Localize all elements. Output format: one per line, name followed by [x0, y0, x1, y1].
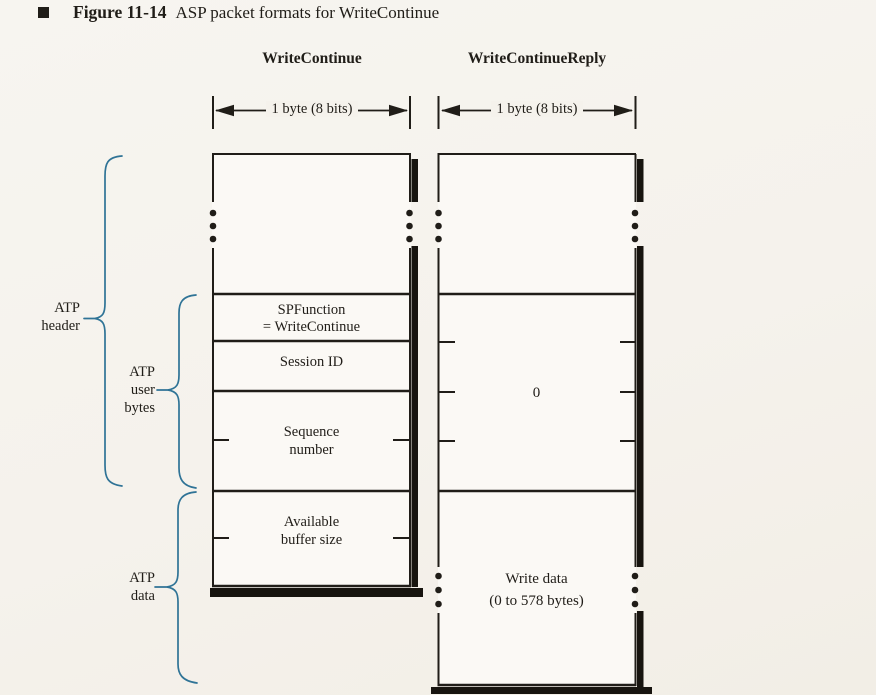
left-arrowhead-icon [215, 104, 234, 117]
figure-caption: ASP packet formats for WriteContinue [175, 3, 440, 22]
label-line: header [41, 317, 80, 334]
writecontinuereply-packet-box [431, 153, 652, 694]
cell-write-data: Write data (0 to 578 bytes) [438, 568, 635, 612]
cell-line: SPFunction [277, 302, 346, 318]
writecontinue-box-fill [212, 153, 411, 587]
cell-line: buffer size [280, 532, 343, 548]
cell-sp-function: SPFunction = WriteContinue [213, 302, 410, 336]
atp-data-brace [154, 491, 198, 684]
byte-scale-text: 1 byte (8 bits) [265, 101, 359, 117]
byte-tick-marks [439, 341, 635, 442]
writecontinuereply-box-fill [438, 153, 636, 686]
cell-line: Write data [505, 571, 568, 587]
cell-line: Available [283, 514, 340, 530]
writecontinue-packet-box [209, 153, 423, 597]
atp-user-bytes-brace [156, 294, 197, 489]
cell-line: 0 [532, 385, 541, 401]
right-arrowhead-icon [389, 104, 408, 117]
atp-header-brace [83, 155, 123, 487]
left-arrowhead-icon [441, 104, 460, 117]
continuation-dots [435, 209, 639, 243]
byte-scale-label-right: 1 byte (8 bits) [437, 101, 637, 118]
label-atp-header: ATP header [18, 300, 80, 335]
cell-line: number [289, 442, 334, 458]
column-title-writecontinuereply: WriteContinueReply [467, 50, 607, 67]
cell-line: (0 to 578 bytes) [489, 593, 584, 609]
figure-title: Figure 11-14 ASP packet formats for Writ… [38, 3, 439, 22]
label-line: bytes [124, 400, 155, 416]
cell-line: Session ID [279, 354, 344, 370]
figure-number: Figure 11-14 [73, 2, 167, 22]
label-line: data [130, 588, 155, 604]
square-bullet-icon [38, 7, 49, 18]
label-line: user [130, 382, 155, 398]
label-line: ATP [54, 300, 80, 316]
cell-available-buffer-size: Available buffer size [213, 513, 410, 549]
label-atp-data: ATP data [96, 569, 155, 605]
byte-tick-marks [213, 439, 409, 539]
continuation-dots [435, 572, 639, 608]
cell-line: Sequence [283, 424, 340, 440]
byte-scale-label-left: 1 byte (8 bits) [212, 101, 412, 118]
label-atp-user-bytes: ATP user bytes [96, 363, 155, 417]
column-title-writecontinue: WriteContinue [262, 50, 362, 67]
cell-sequence-number: Sequence number [213, 423, 410, 459]
continuation-dots [209, 209, 413, 243]
right-arrowhead-icon [614, 104, 633, 117]
label-line: ATP [129, 570, 155, 586]
cell-zero: 0 [438, 384, 635, 402]
label-line: ATP [129, 364, 155, 380]
byte-scale-text: 1 byte (8 bits) [490, 101, 584, 117]
cell-session-id: Session ID [213, 354, 410, 371]
cell-line: = WriteContinue [262, 319, 361, 335]
